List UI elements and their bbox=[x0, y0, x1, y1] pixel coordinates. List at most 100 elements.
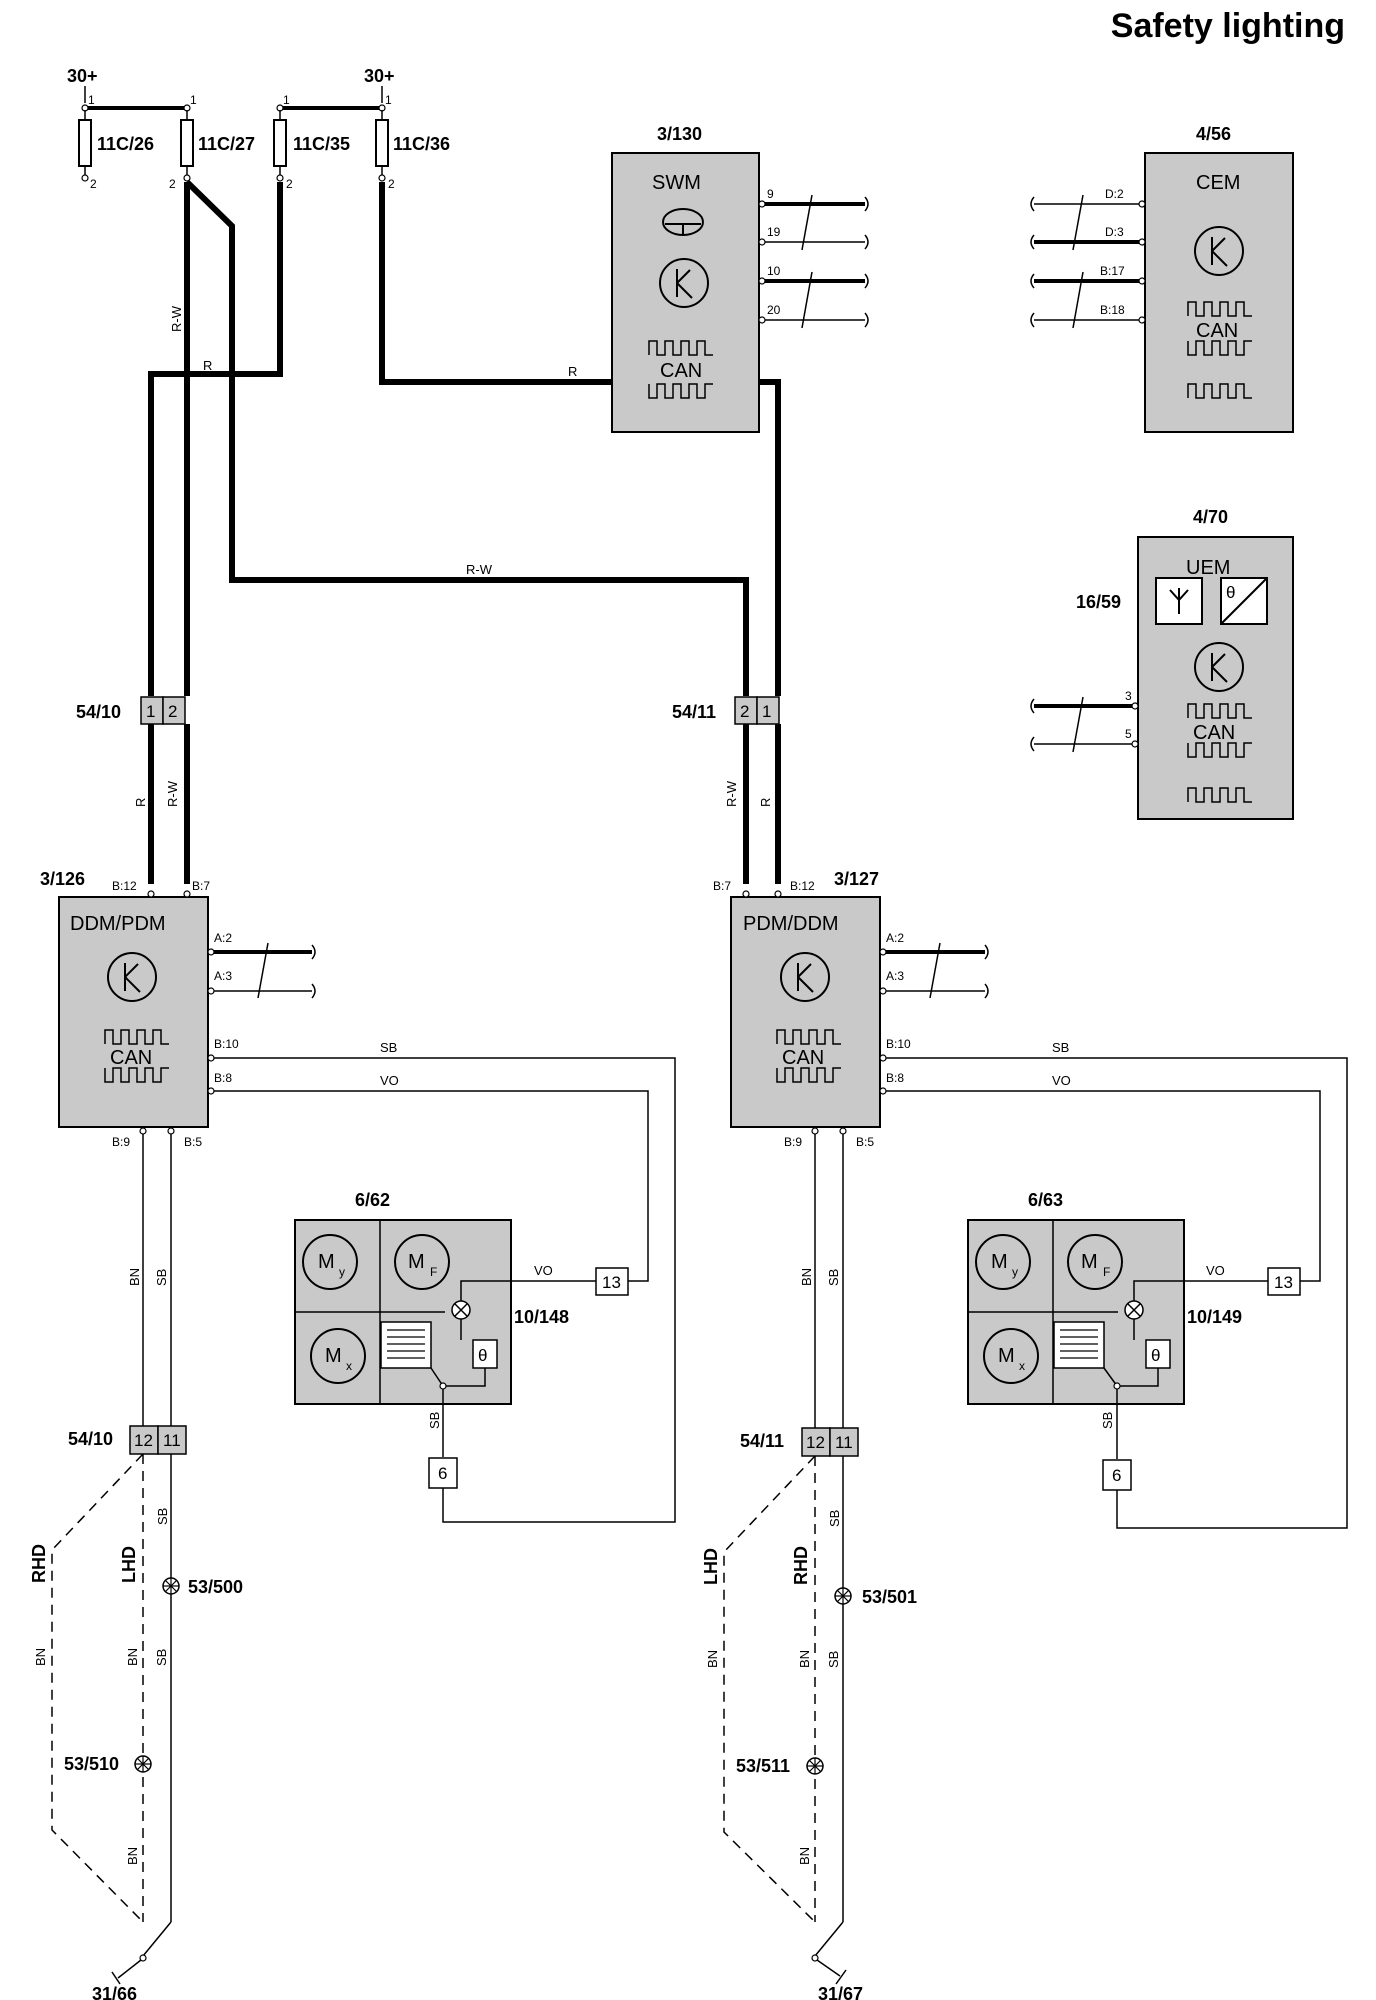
fuse-11c-27: 11C/27 1 2 bbox=[169, 93, 255, 191]
can-bus-icon: CAN bbox=[1187, 301, 1252, 399]
module-pin: B:18 bbox=[1100, 303, 1125, 317]
module-pin: 19 bbox=[767, 225, 781, 239]
mirror-unit-right: 6/63 M y M F M x θ bbox=[967, 1190, 1301, 1491]
control-unit-icon bbox=[780, 952, 830, 1002]
motor-f-icon: M F bbox=[394, 1234, 450, 1290]
wire-label-sb: SB bbox=[154, 1269, 169, 1286]
module-pdm-right: 3/127 PDM/DDM B:7 B:12 CAN A:2 A:3 B:10 … bbox=[713, 869, 989, 1149]
module-uem: 4/70 UEM θ 16/59 CAN 3 5 bbox=[1030, 507, 1294, 820]
can-label: CAN bbox=[660, 360, 702, 382]
can-label: CAN bbox=[1193, 722, 1235, 744]
lamp-label: 53/511 bbox=[736, 1756, 790, 1776]
motor-x-icon: M x bbox=[310, 1328, 366, 1384]
variant-rhd: RHD bbox=[791, 1546, 811, 1585]
connector-54-10-bottom: 54/10 12 11 bbox=[68, 1425, 187, 1455]
module-ref: 6/63 bbox=[1028, 1190, 1063, 1210]
wire-label-vo: VO bbox=[380, 1073, 399, 1088]
wire-label-r: R bbox=[133, 798, 148, 807]
terminal-label: 6 bbox=[438, 1464, 447, 1483]
thermistor-theta: θ bbox=[1151, 1346, 1160, 1365]
wire-label-vo: VO bbox=[534, 1263, 553, 1278]
sensor-icon: θ bbox=[1220, 577, 1268, 625]
connector-54-10-top: 54/10 1 2 bbox=[76, 696, 186, 725]
motor-label: M bbox=[1081, 1251, 1098, 1273]
module-pin: B:5 bbox=[856, 1135, 874, 1149]
module-pin: B:9 bbox=[112, 1135, 130, 1149]
connector-label: 54/11 bbox=[672, 702, 716, 722]
fuse-pin: 1 bbox=[190, 93, 197, 107]
motor-x-icon: M x bbox=[983, 1328, 1039, 1384]
wire-label-rw: R-W bbox=[724, 780, 739, 807]
lamp-ref: 10/149 bbox=[1187, 1307, 1242, 1327]
fuse-pin: 2 bbox=[388, 177, 395, 191]
supply-label-left: 30+ bbox=[67, 66, 98, 86]
heater-element-icon bbox=[380, 1321, 432, 1369]
connector-pin: 1 bbox=[146, 702, 155, 721]
module-pin: A:2 bbox=[886, 931, 904, 945]
fuse-label: 11C/35 bbox=[293, 134, 350, 154]
module-pin: B:7 bbox=[713, 879, 731, 893]
connector-pin: 11 bbox=[835, 1433, 853, 1452]
thermistor-icon: θ bbox=[472, 1339, 498, 1369]
fuse-11c-36: 11C/36 1 2 bbox=[375, 93, 450, 191]
fuse-pin: 2 bbox=[286, 177, 293, 191]
can-bus-icon: CAN bbox=[104, 1029, 169, 1083]
wire-vo-right bbox=[886, 1090, 1321, 1282]
wire-label-sb: SB bbox=[1100, 1412, 1115, 1429]
wire-label-bn: BN bbox=[799, 1268, 814, 1286]
wire-label-r: R bbox=[758, 798, 773, 807]
wire-label-sb: SB bbox=[826, 1269, 841, 1286]
wire-label-bn: BN bbox=[797, 1650, 812, 1668]
can-bus-icon: CAN bbox=[1187, 703, 1252, 803]
module-ref: 4/70 bbox=[1193, 507, 1228, 527]
can-label: CAN bbox=[782, 1047, 824, 1069]
wire-rw-cross bbox=[184, 179, 749, 696]
wire-label-sb: SB bbox=[154, 1649, 169, 1666]
lamp-label: 53/510 bbox=[64, 1754, 119, 1774]
fuse-pin: 2 bbox=[90, 177, 97, 191]
control-unit-icon bbox=[107, 952, 157, 1002]
connector-pin: 12 bbox=[806, 1433, 825, 1452]
supply-label-right: 30+ bbox=[364, 66, 395, 86]
motor-sub: x bbox=[346, 1359, 352, 1373]
connector-54-11-bottom: 54/11 12 11 bbox=[740, 1427, 859, 1457]
wire-label-sb: SB bbox=[155, 1508, 170, 1525]
wire-label-r: R bbox=[568, 364, 577, 379]
wire-label-sb: SB bbox=[380, 1040, 397, 1055]
module-pin: B:17 bbox=[1100, 264, 1125, 278]
wire-label-rw: R-W bbox=[165, 780, 180, 807]
can-label: CAN bbox=[110, 1047, 152, 1069]
module-pin: B:12 bbox=[790, 879, 815, 893]
wire-label-bn: BN bbox=[797, 1847, 812, 1865]
lamp-label: 53/500 bbox=[188, 1577, 243, 1597]
module-pin: A:3 bbox=[886, 969, 904, 983]
connector-pin: 12 bbox=[134, 1431, 153, 1450]
fuse-pin: 1 bbox=[88, 93, 95, 107]
module-ref: 3/127 bbox=[834, 869, 879, 889]
wire-label-rw: R-W bbox=[466, 562, 493, 577]
module-pin: A:2 bbox=[214, 931, 232, 945]
lamp-53-511: 53/511 bbox=[736, 1756, 824, 1776]
heater-element-icon bbox=[1053, 1321, 1105, 1369]
ground-31-66: 31/66 bbox=[92, 1954, 147, 2000]
module-pin: D:3 bbox=[1105, 225, 1124, 239]
page-title: Safety lighting bbox=[1111, 7, 1345, 45]
fuse-label: 11C/26 bbox=[97, 134, 154, 154]
fuse-11c-26: 11C/26 1 2 bbox=[78, 93, 154, 191]
motor-label: M bbox=[325, 1345, 342, 1367]
steering-wheel-icon bbox=[662, 208, 704, 236]
motor-y-icon: M y bbox=[975, 1234, 1031, 1290]
wire-label-sb: SB bbox=[427, 1412, 442, 1429]
motor-label: M bbox=[998, 1345, 1015, 1367]
wire-label-rw: R-W bbox=[169, 305, 184, 332]
module-pin: B:8 bbox=[886, 1071, 904, 1085]
module-pin: B:8 bbox=[214, 1071, 232, 1085]
connector-pin: 11 bbox=[163, 1431, 181, 1450]
motor-label: M bbox=[408, 1251, 425, 1273]
motor-label: M bbox=[991, 1251, 1008, 1273]
control-unit-icon bbox=[1194, 642, 1244, 692]
ground-label: 31/66 bbox=[92, 1984, 137, 2000]
module-pin: 9 bbox=[767, 187, 774, 201]
module-swm: 3/130 SWM CAN 9 19 10 20 bbox=[611, 124, 869, 433]
module-pin: B:5 bbox=[184, 1135, 202, 1149]
